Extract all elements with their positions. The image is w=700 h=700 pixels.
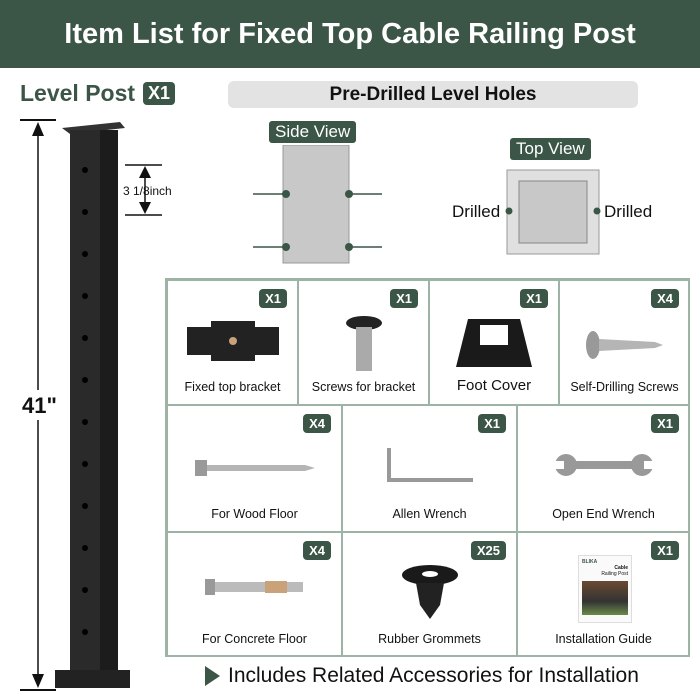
item-allen-wrench: X1 Allen Wrench [342,405,517,532]
quantity-badge: X4 [303,414,331,433]
item-screws-for-bracket: X1 Screws for bracket [298,280,429,405]
item-label: Open End Wrench [552,507,655,521]
side-view-tag: Side View [269,121,357,143]
lag-screw-icon [194,460,315,476]
item-label: Fixed top bracket [184,380,281,394]
item-installation-guide: X1 BLIKA Cable Railing Post Installation… [517,532,690,657]
quantity-badge: X4 [651,289,679,308]
bracket-icon [186,321,279,361]
anchor-bolt-icon [204,579,303,595]
screw-icon [345,316,382,371]
item-open-end-wrench: X1 Open End Wrench [517,405,690,532]
open-end-wrench-icon [553,454,654,476]
quantity-badge: X1 [143,82,176,105]
drilled-left-label: Drilled [452,202,501,221]
accessories-grid: X1 Fixed top bracket X1 Screws for brack… [165,278,690,657]
quantity-badge: X25 [470,541,506,560]
top-view-diagram [505,169,601,255]
item-label: Allen Wrench [392,507,467,521]
item-label: For Concrete Floor [202,632,307,646]
item-label: Self-Drilling Screws [570,380,679,394]
footer-note: Includes Related Accessories for Install… [205,664,639,688]
hole-spacing-label: 3 1/8inch [123,184,172,198]
item-label: Foot Cover [456,377,532,394]
grommet-icon [401,565,458,619]
item-rubber-grommets: X25 Rubber Grommets [342,532,517,657]
guide-cover-subtitle: Railing Post [601,571,628,577]
top-view-tag: Top View [510,138,591,160]
quantity-badge: X4 [303,541,331,560]
drilled-right-label: Drilled [604,202,653,221]
pre-drilled-heading: Pre-Drilled Level Holes [228,81,638,108]
foot-cover-icon [456,319,532,367]
item-concrete-floor-anchors: X4 For Concrete Floor [167,532,342,657]
quantity-badge: X1 [651,541,679,560]
quantity-badge: X1 [520,289,548,308]
side-view-diagram [253,145,382,264]
guide-cover-image: BLIKA Cable Railing Post [578,555,632,623]
guide-brand: BLIKA [582,559,598,565]
footer-text: Includes Related Accessories for Install… [228,664,639,687]
self-drilling-screw-icon [585,331,663,359]
level-post-heading: Level Post X1 [20,80,176,107]
item-self-drilling-screws: X4 Self-Drilling Screws [559,280,690,405]
allen-wrench-icon [386,448,473,482]
post-illustration [20,119,162,691]
post-height-label: 41" [22,393,57,418]
item-fixed-top-bracket: X1 Fixed top bracket [167,280,298,405]
item-label: Rubber Grommets [378,632,481,646]
quantity-badge: X1 [259,289,287,308]
page-title: Item List for Fixed Top Cable Railing Po… [0,0,700,68]
item-wood-floor-screws: X4 For Wood Floor [167,405,342,532]
item-label: For Wood Floor [211,507,298,521]
level-post-label: Level Post [20,80,136,106]
quantity-badge: X1 [478,414,506,433]
quantity-badge: X1 [390,289,418,308]
item-label: Installation Guide [555,632,652,646]
item-foot-cover: X1 Foot Cover [429,280,559,405]
item-label: Screws for bracket [311,380,416,394]
guide-cover-title: Cable [614,565,628,571]
play-triangle-icon [205,666,220,686]
quantity-badge: X1 [651,414,679,433]
